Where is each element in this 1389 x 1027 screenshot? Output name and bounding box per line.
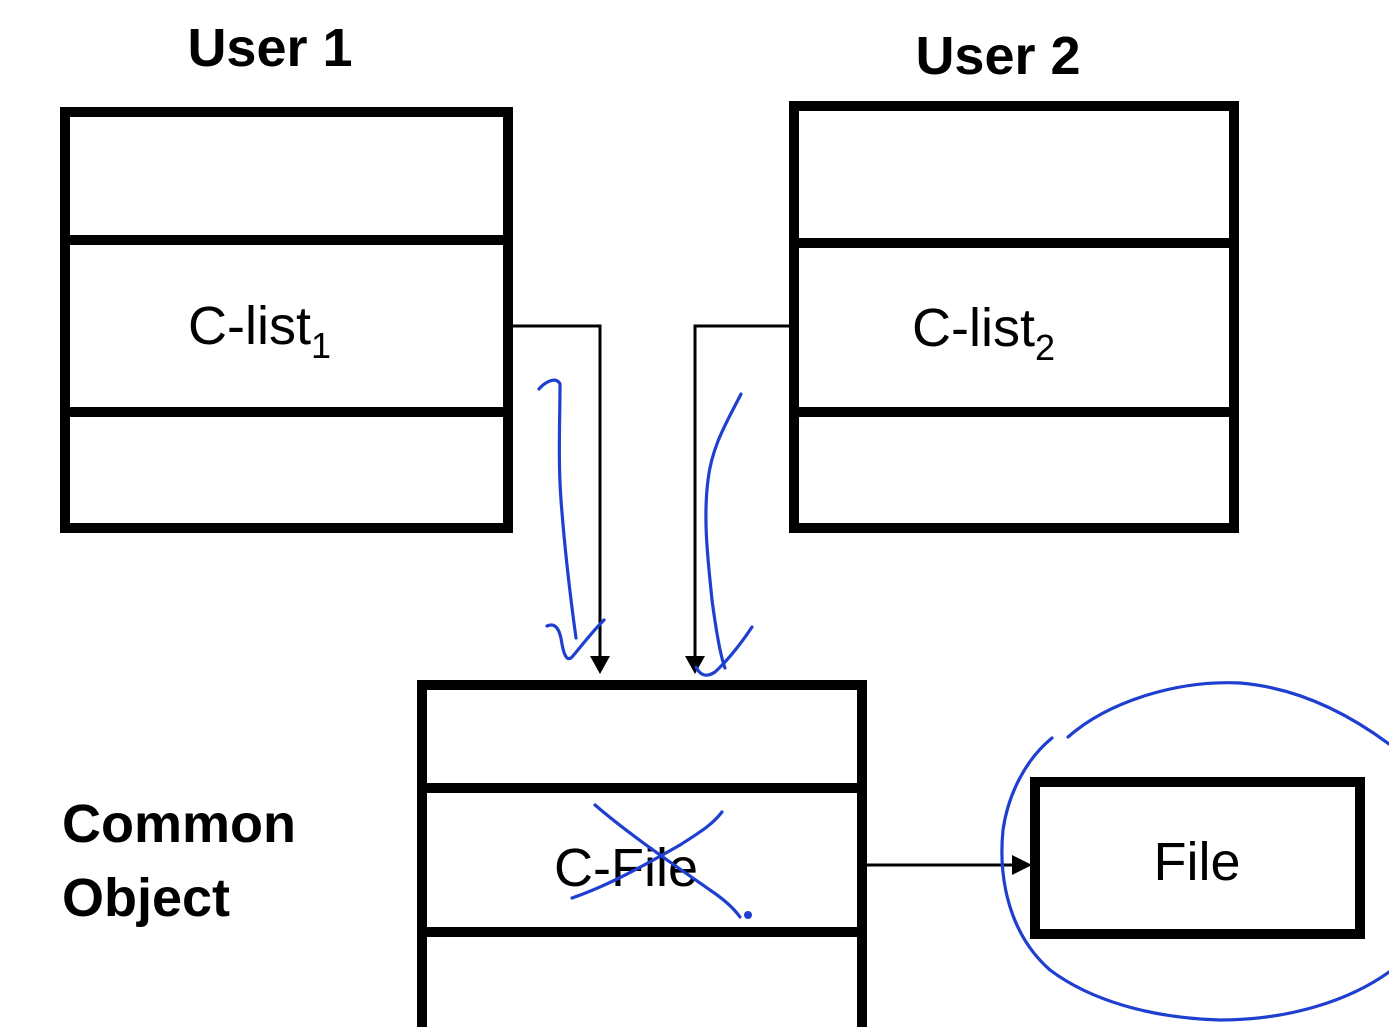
cfile-box: C-File xyxy=(417,680,867,1027)
common-object-label-line1: Common xyxy=(62,794,296,854)
arrow-clist1-to-cfile xyxy=(510,324,610,674)
user2-clist-label: C-list2 xyxy=(912,298,1055,368)
arrow-clist2-to-cfile xyxy=(685,324,792,674)
user1-title: User 1 xyxy=(187,18,352,78)
cross-out-cfile-stroke2 xyxy=(570,810,724,900)
file-label: File xyxy=(1153,832,1240,892)
common-object-label-line2: Object xyxy=(62,868,230,928)
checkmark-arrow-user1-head xyxy=(545,618,606,661)
checkmark-arrow-user2-head xyxy=(694,625,754,677)
user2-clist-box: C-list2 xyxy=(789,101,1239,533)
ink-annotations xyxy=(537,378,1389,1022)
arrowhead-icon xyxy=(1012,855,1032,875)
user2-title: User 2 xyxy=(915,26,1080,86)
checkmark-arrow-user1 xyxy=(537,378,578,640)
arrowhead-icon xyxy=(590,656,610,674)
checkmark-arrow-user2 xyxy=(704,392,743,670)
user1-clist-box: C-list1 xyxy=(60,107,513,533)
arrowhead-icon xyxy=(685,656,705,674)
circle-around-file xyxy=(1000,681,1389,1022)
arrow-cfile-to-file xyxy=(862,855,1032,875)
file-box: File xyxy=(1030,777,1365,939)
cross-out-cfile-stroke1 xyxy=(593,803,742,919)
user1-clist-label: C-list1 xyxy=(188,296,331,366)
ink-dot xyxy=(744,911,752,919)
